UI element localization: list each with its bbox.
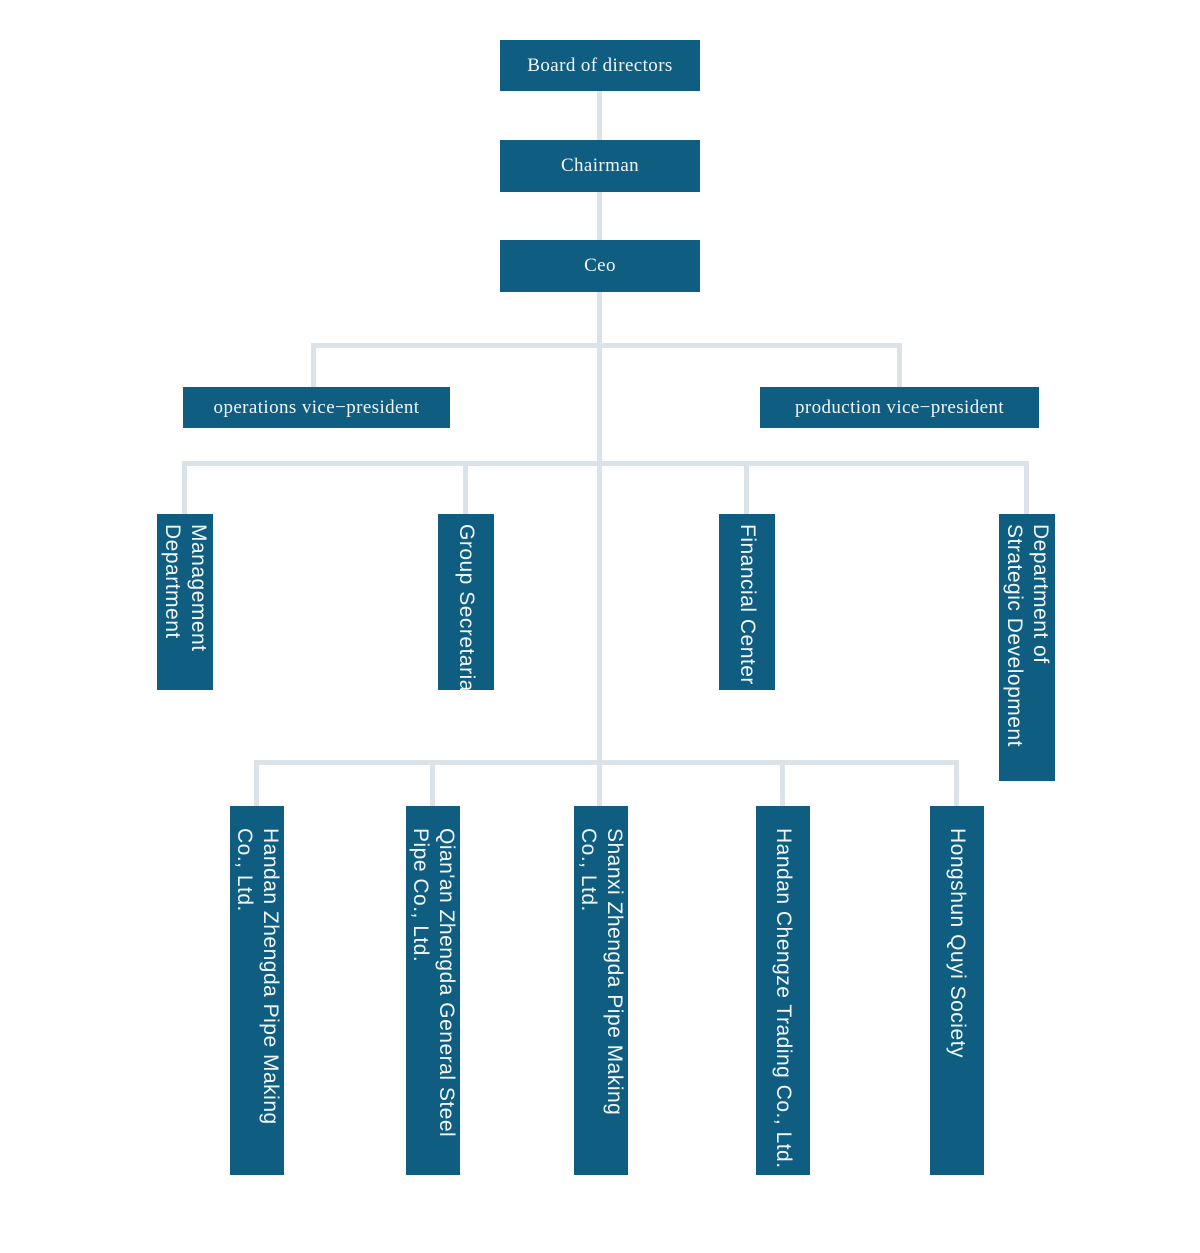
node-handan-zhengda-pipe-making: Handan Zhengda Pipe Making Co., Ltd. [230, 806, 284, 1175]
node-label: production vice−president [794, 396, 1005, 418]
connector-drop-hongshun [954, 760, 959, 806]
node-shanxi-zhengda-pipe-making: Shanxi Zhengda Pipe Making Co., Ltd. [574, 806, 628, 1175]
vertical-label: Qian'an Zhengda General Steel Pipe Co., … [409, 828, 458, 1138]
vertical-label: Management Department [161, 524, 210, 652]
connector-ceo-spine [597, 292, 602, 806]
node-hongshun-quyi-society: Hongshun Quyi Society [930, 806, 984, 1175]
vertical-label: Financial Center [736, 524, 759, 685]
node-group-secretariat: Group Secretariat [438, 514, 494, 698]
vertical-label: Department of Strategic Development [1003, 524, 1052, 747]
connector-drop-chengze [780, 760, 785, 806]
node-ceo: Ceo [500, 240, 700, 292]
node-department-of-strategic-development: Department of Strategic Development [999, 514, 1055, 781]
node-label: Board of directors [527, 54, 673, 76]
node-financial-center: Financial Center [719, 514, 775, 690]
connector-chairman-ceo [597, 192, 602, 240]
node-qianan-zhengda-general-steel-pipe: Qian'an Zhengda General Steel Pipe Co., … [406, 806, 460, 1175]
vertical-label: Handan Zhengda Pipe Making Co., Ltd. [233, 828, 282, 1125]
node-management-department: Management Department [157, 514, 213, 690]
node-production-vice-president: production vice−president [760, 387, 1039, 428]
vertical-label: Shanxi Zhengda Pipe Making Co., Ltd. [577, 828, 626, 1116]
node-label: operations vice−president [213, 396, 420, 418]
vertical-label: Handan Chengze Trading Co., Ltd. [772, 828, 795, 1169]
node-operations-vice-president: operations vice−president [183, 387, 450, 428]
connector-vp-rail [311, 343, 902, 348]
connector-dept-rail [182, 461, 1029, 466]
node-board-of-directors: Board of directors [500, 40, 700, 91]
connector-drop-secretariat [463, 461, 468, 514]
vertical-label: Hongshun Quyi Society [946, 828, 969, 1058]
node-handan-chengze-trading: Handan Chengze Trading Co., Ltd. [756, 806, 810, 1175]
connector-drop-operations [311, 343, 316, 387]
connector-drop-strategic [1024, 461, 1029, 514]
connector-drop-production [897, 343, 902, 387]
connector-board-chairman [597, 91, 602, 140]
connector-drop-handan-zhengda [254, 760, 259, 806]
connector-drop-financial [744, 461, 749, 514]
vertical-label: Group Secretariat [455, 524, 478, 699]
connector-drop-qianan [430, 760, 435, 806]
connector-company-rail [254, 760, 959, 765]
node-label: Chairman [560, 155, 640, 176]
node-label: Ceo [584, 255, 616, 276]
connector-drop-management [182, 461, 187, 514]
node-chairman: Chairman [500, 140, 700, 192]
